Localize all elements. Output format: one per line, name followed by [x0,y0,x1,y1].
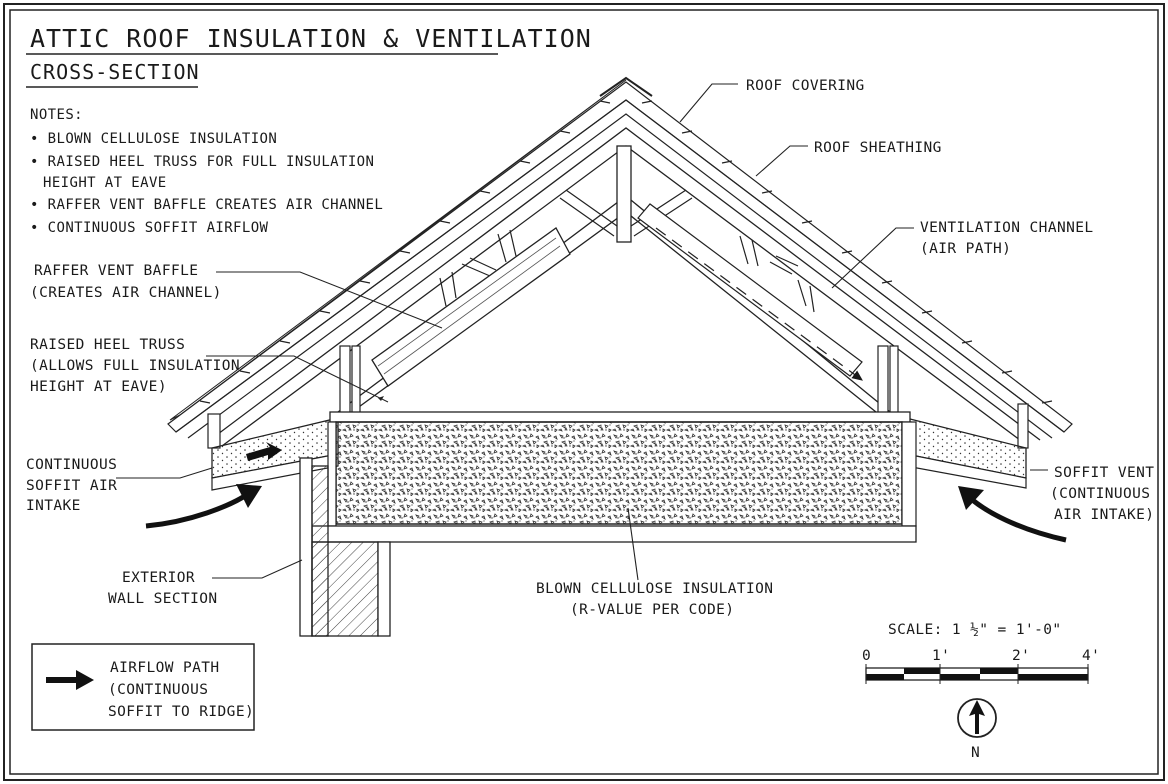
north-label: N [971,745,980,761]
heel-post-left [339,345,351,415]
callout-exterior-wall-2: WALL SECTION [108,591,218,607]
drawing-title: ATTIC ROOF INSULATION & VENTILATION [30,24,592,53]
wall-plate-left [327,421,337,527]
blown-cellulose-insulation [335,421,903,525]
ventilation-channel [637,203,863,381]
truss-top-chord-outer [209,127,1041,441]
note-item: • RAFFER VENT BAFFLE CREATES AIR CHANNEL [30,197,383,213]
scale-tick-label: 2' [1012,648,1030,664]
callout-ventilation-channel: VENTILATION CHANNEL [920,220,1093,236]
north-arrow-icon: N [957,698,997,761]
notes-block: NOTES: • BLOWN CELLULOSE INSULATION • RA… [30,107,383,236]
callout-soffit-vent-3: AIR INTAKE) [1054,507,1154,523]
roof-sheathing-outer [175,99,1065,433]
callout-baffle: RAFFER VENT BAFFLE [34,263,198,279]
scale-bar: SCALE: 1 ½" = 1'-0" 0 1' 2' 4' [862,622,1100,684]
intake-arrowhead-left-icon [236,484,262,508]
notes-heading: NOTES: [30,107,83,123]
note-item: • BLOWN CELLULOSE INSULATION [30,131,277,147]
airflow-dashed-arrow [655,227,863,381]
scale-tick-label: 1' [932,648,950,664]
callout-baffle-sub: (CREATES AIR CHANNEL) [30,285,222,301]
drawing-subtitle: CROSS-SECTION [30,60,200,84]
exterior-wall-section [299,457,391,637]
callout-heel-truss-sub: (ALLOWS FULL INSULATION [30,358,240,374]
ridge-cap [599,76,653,97]
fascia-left [207,413,221,449]
callout-heel-truss-sub2: HEIGHT AT EAVE) [30,379,167,395]
intake-arrowhead-right-icon [958,486,984,510]
soffit-airflow-arrow-icon [246,442,282,461]
wall-plate-right [901,421,917,527]
callout-insulation-sub: (R-VALUE PER CODE) [570,602,734,618]
callout-roof-covering: ROOF COVERING [746,78,865,94]
shingles [167,81,1073,433]
callout-ventilation-channel-sub: (AIR PATH) [920,241,1011,257]
king-post [616,145,632,243]
ceiling-board [311,525,917,543]
vent-baffle [371,227,571,387]
callout-soffit-intake-2: SOFFIT AIR [26,478,117,494]
heel-post-right [877,345,889,415]
inner-border [9,9,1159,775]
note-item: • RAISED HEEL TRUSS FOR FULL INSULATION [30,154,374,170]
callout-soffit-vent-2: (CONTINUOUS [1050,486,1150,502]
note-item-continued: HEIGHT AT EAVE [43,175,167,191]
callout-heel-truss: RAISED HEEL TRUSS [30,337,185,353]
callout-roof-sheathing: ROOF SHEATHING [814,140,942,156]
scale-tick-label: 0 [862,648,871,664]
fascia-right [1017,403,1029,449]
heel-post-left-inner [351,345,361,415]
legend-label-2: (CONTINUOUS [108,682,208,698]
roof-assembly [167,76,1073,637]
heel-post-right-inner [889,345,899,415]
legend-box: AIRFLOW PATH (CONTINUOUS SOFFIT TO RIDGE… [31,643,255,731]
callouts: ROOF COVERING ROOF SHEATHING VENTILATION… [26,78,1154,618]
scale-tick-label: 4' [1082,648,1100,664]
scale-label: SCALE: 1 ½" = 1'-0" [888,622,1061,638]
intake-arrow-left [145,491,250,529]
legend-label: AIRFLOW PATH [110,660,220,676]
arrow-right-icon [46,670,94,690]
roof-sheathing-inner [187,113,1053,439]
legend-label-3: SOFFIT TO RIDGE) [108,704,254,720]
callout-exterior-wall: EXTERIOR [122,570,195,586]
leader-lines [116,83,1048,581]
note-item: • CONTINUOUS SOFFIT AIRFLOW [30,220,269,236]
callout-insulation: BLOWN CELLULOSE INSULATION [536,581,773,597]
soffit-right [905,417,1027,489]
intake-arrow-right [966,494,1067,543]
outer-border [3,3,1165,781]
callout-soffit-intake-3: INTAKE [26,498,81,514]
roof-covering-left [169,79,627,421]
callout-soffit-intake: CONTINUOUS [26,457,117,473]
bottom-chord [329,411,911,423]
callout-soffit-vent: SOFFIT VENT [1054,465,1154,481]
